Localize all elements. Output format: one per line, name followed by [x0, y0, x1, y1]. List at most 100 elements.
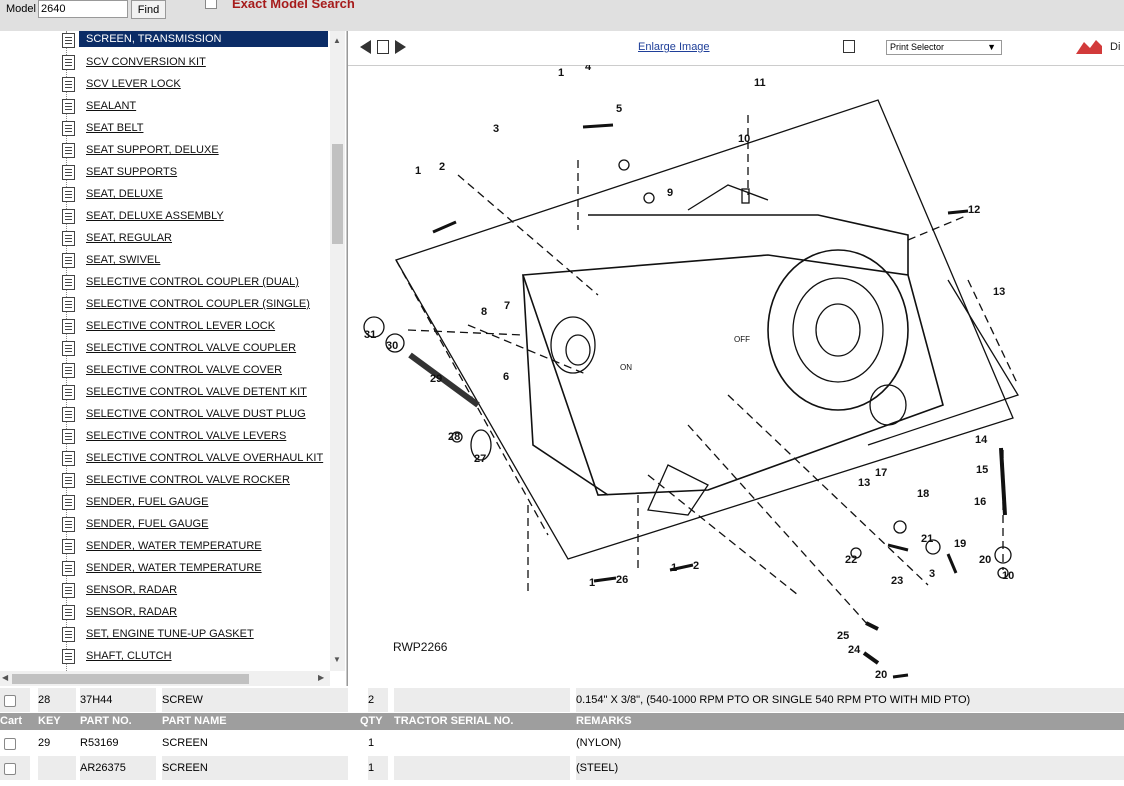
tree-item[interactable]: SELECTIVE CONTROL VALVE OVERHAUL KIT	[60, 449, 328, 469]
callout-number[interactable]: 8	[481, 306, 487, 318]
callout-number[interactable]: 31	[364, 329, 376, 341]
tree-item-label[interactable]: SHAFT, CLUTCH	[86, 650, 172, 662]
callout-number[interactable]: 14	[975, 434, 988, 446]
scroll-down-icon[interactable]: ▼	[333, 655, 341, 664]
callout-number[interactable]: 1	[589, 577, 595, 589]
scroll-up-icon[interactable]: ▲	[333, 36, 341, 45]
tree-item[interactable]: SEAT, DELUXE	[60, 185, 328, 205]
callout-number[interactable]: 2	[439, 161, 445, 173]
tree-item-label[interactable]: SEALANT	[86, 100, 137, 112]
tree-item[interactable]: SCV LEVER LOCK	[60, 75, 328, 95]
tree-item[interactable]: SEAT BELT	[60, 119, 328, 139]
callout-number[interactable]: 7	[504, 300, 510, 312]
tree-item-label[interactable]: SCV LEVER LOCK	[86, 78, 181, 90]
tree-item[interactable]: SHAFT, CLUTCH	[60, 647, 328, 667]
tree-item-label[interactable]: SELECTIVE CONTROL LEVER LOCK	[86, 320, 276, 332]
enlarge-image-link[interactable]: Enlarge Image	[638, 41, 710, 53]
callout-number[interactable]: 11	[754, 77, 766, 89]
tree-item-label[interactable]: SENDER, FUEL GAUGE	[86, 518, 209, 530]
callout-number[interactable]: 12	[968, 204, 980, 216]
callout-number[interactable]: 25	[837, 630, 849, 642]
callout-number[interactable]: 30	[386, 340, 398, 352]
tree-item-label[interactable]: SENDER, WATER TEMPERATURE	[86, 540, 262, 552]
cart-checkbox[interactable]	[4, 695, 16, 707]
callout-number[interactable]: 15	[976, 464, 988, 476]
cart-checkbox[interactable]	[4, 738, 16, 750]
tree-item[interactable]: SELECTIVE CONTROL VALVE DETENT KIT	[60, 383, 328, 403]
callout-number[interactable]: 18	[917, 488, 929, 500]
tree-horizontal-scrollbar[interactable]: ◀ ▶	[0, 671, 330, 686]
tree-item[interactable]: SEALANT	[60, 97, 328, 117]
tree-vertical-scrollbar[interactable]: ▲ ▼	[330, 31, 345, 671]
scroll-right-icon[interactable]: ▶	[318, 673, 325, 682]
tree-item[interactable]: SENDER, WATER TEMPERATURE	[60, 559, 328, 579]
tree-item[interactable]: SEAT SUPPORTS	[60, 163, 328, 183]
find-button[interactable]: Find	[131, 0, 166, 19]
tree-item-label[interactable]: SEAT, DELUXE ASSEMBLY	[86, 210, 224, 222]
callout-number[interactable]: 1	[671, 562, 677, 574]
callout-number[interactable]: 1	[558, 67, 564, 79]
tree-item-label[interactable]: SEAT SUPPORT, DELUXE	[86, 144, 219, 156]
tree-item[interactable]: SELECTIVE CONTROL VALVE ROCKER	[60, 471, 328, 491]
tree-item-label[interactable]: SEAT BELT	[86, 122, 144, 134]
tree-item-label[interactable]: SENDER, WATER TEMPERATURE	[86, 562, 262, 574]
callout-number[interactable]: 13	[993, 286, 1005, 298]
tree-item[interactable]: SEAT, SWIVEL	[60, 251, 328, 271]
tree-item[interactable]: SENSOR, RADAR	[60, 581, 328, 601]
tree-item-label[interactable]: SELECTIVE CONTROL COUPLER (DUAL)	[86, 276, 299, 288]
tree-item-label[interactable]: SELECTIVE CONTROL VALVE COUPLER	[86, 342, 297, 354]
callout-number[interactable]: 27	[474, 453, 486, 465]
print-icon[interactable]	[843, 40, 855, 53]
callout-number[interactable]: 19	[954, 538, 966, 550]
tree-item[interactable]: SELECTIVE CONTROL LEVER LOCK	[60, 317, 328, 337]
tree-item-label[interactable]: SELECTIVE CONTROL VALVE ROCKER	[86, 474, 290, 486]
tree-item[interactable]: SENDER, WATER TEMPERATURE	[60, 537, 328, 557]
tree-item[interactable]: SEAT, DELUXE ASSEMBLY	[60, 207, 328, 227]
row-part-no[interactable]: AR26375	[80, 756, 156, 780]
tree-item-label[interactable]: SELECTIVE CONTROL VALVE DUST PLUG	[86, 408, 306, 420]
document-icon[interactable]	[377, 40, 389, 54]
tree-item-label[interactable]: SENDER, FUEL GAUGE	[86, 496, 209, 508]
tree-item[interactable]: SENDER, FUEL GAUGE	[60, 515, 328, 535]
tree-item[interactable]: SENDER, FUEL GAUGE	[60, 493, 328, 513]
tree-item[interactable]: SELECTIVE CONTROL VALVE DUST PLUG	[60, 405, 328, 425]
tree-item[interactable]: SELECTIVE CONTROL VALVE LEVERS	[60, 427, 328, 447]
tree-item[interactable]: SELECTIVE CONTROL VALVE COUPLER	[60, 339, 328, 359]
callout-number[interactable]: 26	[616, 574, 628, 586]
tree-item-label[interactable]: SENSOR, RADAR	[86, 606, 178, 618]
callout-number[interactable]: 10	[738, 133, 750, 145]
callout-number[interactable]: 28	[448, 431, 460, 443]
tree-item[interactable]: SEAT, REGULAR	[60, 229, 328, 249]
tree-item[interactable]: SEAT SUPPORT, DELUXE	[60, 141, 328, 161]
callout-number[interactable]: 3	[493, 123, 499, 135]
tree-item-label[interactable]: SEAT, SWIVEL	[86, 254, 161, 266]
tree-item-label[interactable]: SEAT, REGULAR	[86, 232, 172, 244]
callout-number[interactable]: 20	[875, 669, 887, 681]
scroll-left-icon[interactable]: ◀	[2, 673, 9, 682]
tree-item-label[interactable]: SENSOR, RADAR	[86, 584, 178, 596]
previous-arrow-icon[interactable]	[360, 40, 371, 54]
callout-number[interactable]: 9	[667, 187, 673, 199]
print-selector-dropdown[interactable]: Print Selector ▼	[886, 40, 1002, 55]
tree-item[interactable]: SCREEN, TRANSMISSION	[60, 31, 328, 51]
callout-number[interactable]: 24	[848, 644, 861, 656]
callout-number[interactable]: 13	[858, 477, 870, 489]
callout-number[interactable]: 23	[891, 575, 903, 587]
callout-number[interactable]: 1	[415, 165, 421, 177]
tree-item-label[interactable]: SELECTIVE CONTROL VALVE OVERHAUL KIT	[86, 452, 324, 464]
exact-model-checkbox[interactable]	[205, 0, 217, 9]
callout-number[interactable]: 17	[875, 467, 887, 479]
hscroll-thumb[interactable]	[12, 674, 249, 684]
tree-item[interactable]: SELECTIVE CONTROL COUPLER (SINGLE)	[60, 295, 328, 315]
next-arrow-icon[interactable]	[395, 40, 406, 54]
callout-number[interactable]: 29	[430, 373, 442, 385]
callout-number[interactable]: 5	[616, 103, 622, 115]
tree-item-label[interactable]: SET, ENGINE TUNE-UP GASKET	[86, 628, 254, 640]
callout-number[interactable]: 4	[585, 65, 592, 73]
tree-item-label[interactable]: SELECTIVE CONTROL VALVE COVER	[86, 364, 283, 376]
callout-number[interactable]: 21	[921, 533, 933, 545]
tree-item-label[interactable]: SCV CONVERSION KIT	[86, 56, 206, 68]
row-part-no[interactable]: R53169	[80, 737, 119, 749]
callout-number[interactable]: 2	[693, 560, 699, 572]
tree-item-label[interactable]: SELECTIVE CONTROL COUPLER (SINGLE)	[86, 298, 310, 310]
